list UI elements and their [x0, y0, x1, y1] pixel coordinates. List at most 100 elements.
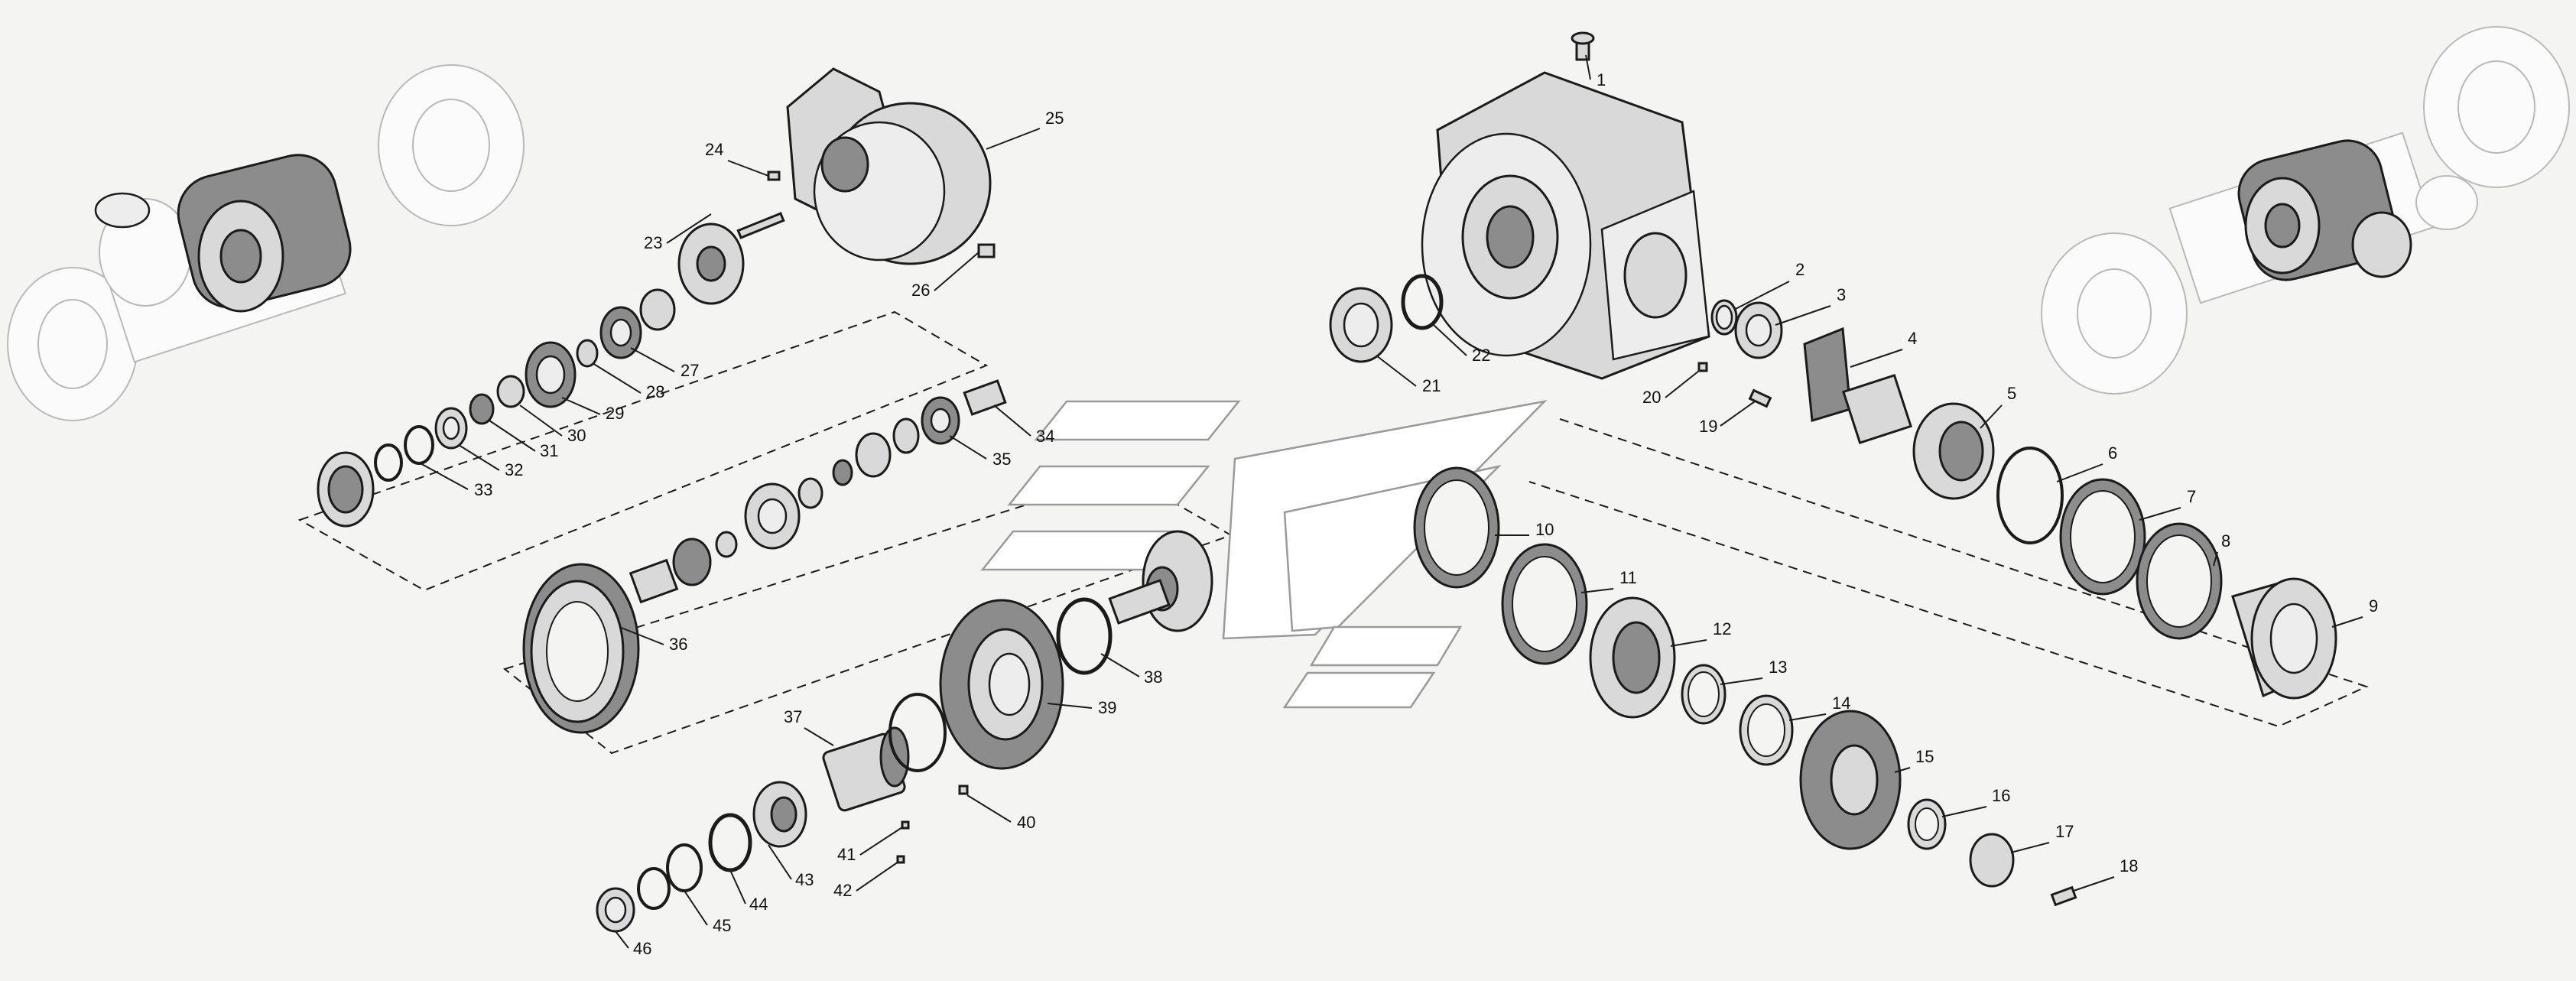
callout-number-22: 22 — [1472, 346, 1490, 365]
part-15-hub — [1799, 710, 1902, 850]
leader-line-40 — [966, 794, 1012, 823]
leader-line-32 — [458, 444, 500, 471]
callout-number-6: 6 — [2108, 443, 2117, 463]
leader-line-8 — [2213, 551, 2218, 567]
leader-line-15 — [1894, 767, 1911, 773]
part-45-snap-ring — [666, 843, 703, 892]
part-differential-carrier — [1108, 530, 1213, 632]
part-33-snap-ring — [374, 425, 434, 482]
leader-line-39 — [1047, 703, 1093, 709]
leader-line-22 — [1433, 324, 1467, 356]
part-middle-chain — [629, 417, 920, 604]
callout-number-11: 11 — [1619, 568, 1637, 587]
part-21-bearing — [1329, 287, 1393, 363]
callout-number-27: 27 — [681, 361, 699, 380]
callout-number-46: 46 — [633, 939, 651, 958]
part-28-washer — [576, 339, 599, 368]
axle-context-view-left — [7, 64, 525, 421]
callout-number-29: 29 — [606, 404, 624, 423]
part-12-piston — [1589, 596, 1676, 719]
part-3-bearing — [1734, 301, 1783, 359]
part-6-o-ring — [1996, 447, 2064, 544]
leader-line-14 — [1788, 713, 1827, 721]
callout-number-4: 4 — [1908, 329, 1917, 348]
callout-number-31: 31 — [540, 441, 558, 460]
leader-line-21 — [1376, 355, 1417, 387]
callout-number-28: 28 — [646, 382, 664, 401]
part-26-plug — [977, 243, 996, 258]
part-5-bearing-housing — [1912, 402, 1995, 500]
callout-number-14: 14 — [1832, 694, 1850, 713]
leader-line-35 — [949, 435, 987, 460]
part-23-bolt — [736, 212, 785, 239]
callout-number-32: 32 — [505, 460, 523, 479]
part-8-gasket — [2136, 522, 2223, 640]
part-9-flange — [2231, 577, 2337, 700]
leader-line-12 — [1670, 639, 1707, 647]
callout-number-34: 34 — [1036, 427, 1054, 446]
callout-number-44: 44 — [749, 895, 768, 914]
callout-number-41: 41 — [837, 845, 856, 864]
leader-line-16 — [1941, 806, 1987, 817]
part-16-seal — [1907, 798, 1947, 850]
callout-number-24: 24 — [705, 140, 723, 159]
leader-line-26 — [934, 252, 979, 291]
part-30-spacer — [496, 375, 525, 408]
callout-number-36: 36 — [669, 635, 687, 654]
leader-line-42 — [856, 861, 899, 892]
callout-number-45: 45 — [713, 916, 731, 935]
leader-line-44 — [729, 869, 746, 905]
callout-number-20: 20 — [1642, 388, 1661, 407]
part-11-disc — [1501, 543, 1588, 665]
leader-line-34 — [993, 404, 1031, 437]
callout-labels: 1234567891011121314151617181920212223242… — [474, 70, 2378, 958]
callout-number-7: 7 — [2187, 487, 2196, 506]
leader-line-9 — [2331, 616, 2363, 628]
part-35-gear — [921, 396, 960, 445]
callout-number-17: 17 — [2055, 822, 2074, 841]
leader-line-30 — [519, 404, 563, 437]
part-46-seal — [596, 867, 671, 933]
part-18-bolt — [2050, 885, 2077, 907]
part-27-bearing — [599, 306, 642, 359]
part-25-carrier-housing — [786, 67, 992, 265]
part-42-pin — [896, 855, 905, 864]
callout-number-15: 15 — [1915, 747, 1934, 766]
part-7-gasket — [2059, 478, 2146, 596]
callout-number-2: 2 — [1795, 260, 1804, 279]
callout-number-43: 43 — [795, 870, 814, 889]
leader-line-18 — [2073, 876, 2115, 892]
leader-line-6 — [2056, 463, 2103, 482]
callout-number-13: 13 — [1769, 658, 1787, 677]
leader-line-17 — [2010, 842, 2050, 853]
leader-line-46 — [615, 931, 629, 949]
callout-number-9: 9 — [2369, 596, 2378, 616]
callout-number-39: 39 — [1098, 698, 1116, 717]
part-39-housing-cover — [939, 599, 1064, 770]
callout-number-42: 42 — [833, 881, 852, 900]
callout-number-26: 26 — [911, 281, 930, 300]
callout-number-40: 40 — [1017, 813, 1035, 832]
leader-line-45 — [684, 890, 708, 926]
leader-line-3 — [1775, 305, 1831, 326]
callout-number-23: 23 — [644, 233, 662, 252]
part-differential-cage — [677, 223, 745, 305]
leader-lines — [418, 54, 2363, 949]
part-43-bearing — [752, 781, 807, 848]
leader-line-43 — [768, 844, 792, 880]
callout-number-8: 8 — [2221, 531, 2230, 551]
callout-number-35: 35 — [992, 450, 1011, 469]
part-10-disc — [1413, 466, 1500, 589]
callout-number-25: 25 — [1045, 109, 1064, 128]
part-31-bearing — [469, 393, 495, 425]
callout-number-10: 10 — [1535, 520, 1554, 539]
part-37-sleeve — [822, 726, 910, 812]
leader-line-4 — [1850, 349, 1903, 368]
callout-number-21: 21 — [1422, 376, 1441, 395]
part-36-ring-gear — [522, 563, 640, 734]
leader-line-24 — [727, 160, 769, 177]
callout-number-1: 1 — [1597, 70, 1606, 89]
part-14-ring — [1739, 694, 1794, 766]
leader-line-2 — [1733, 281, 1790, 310]
